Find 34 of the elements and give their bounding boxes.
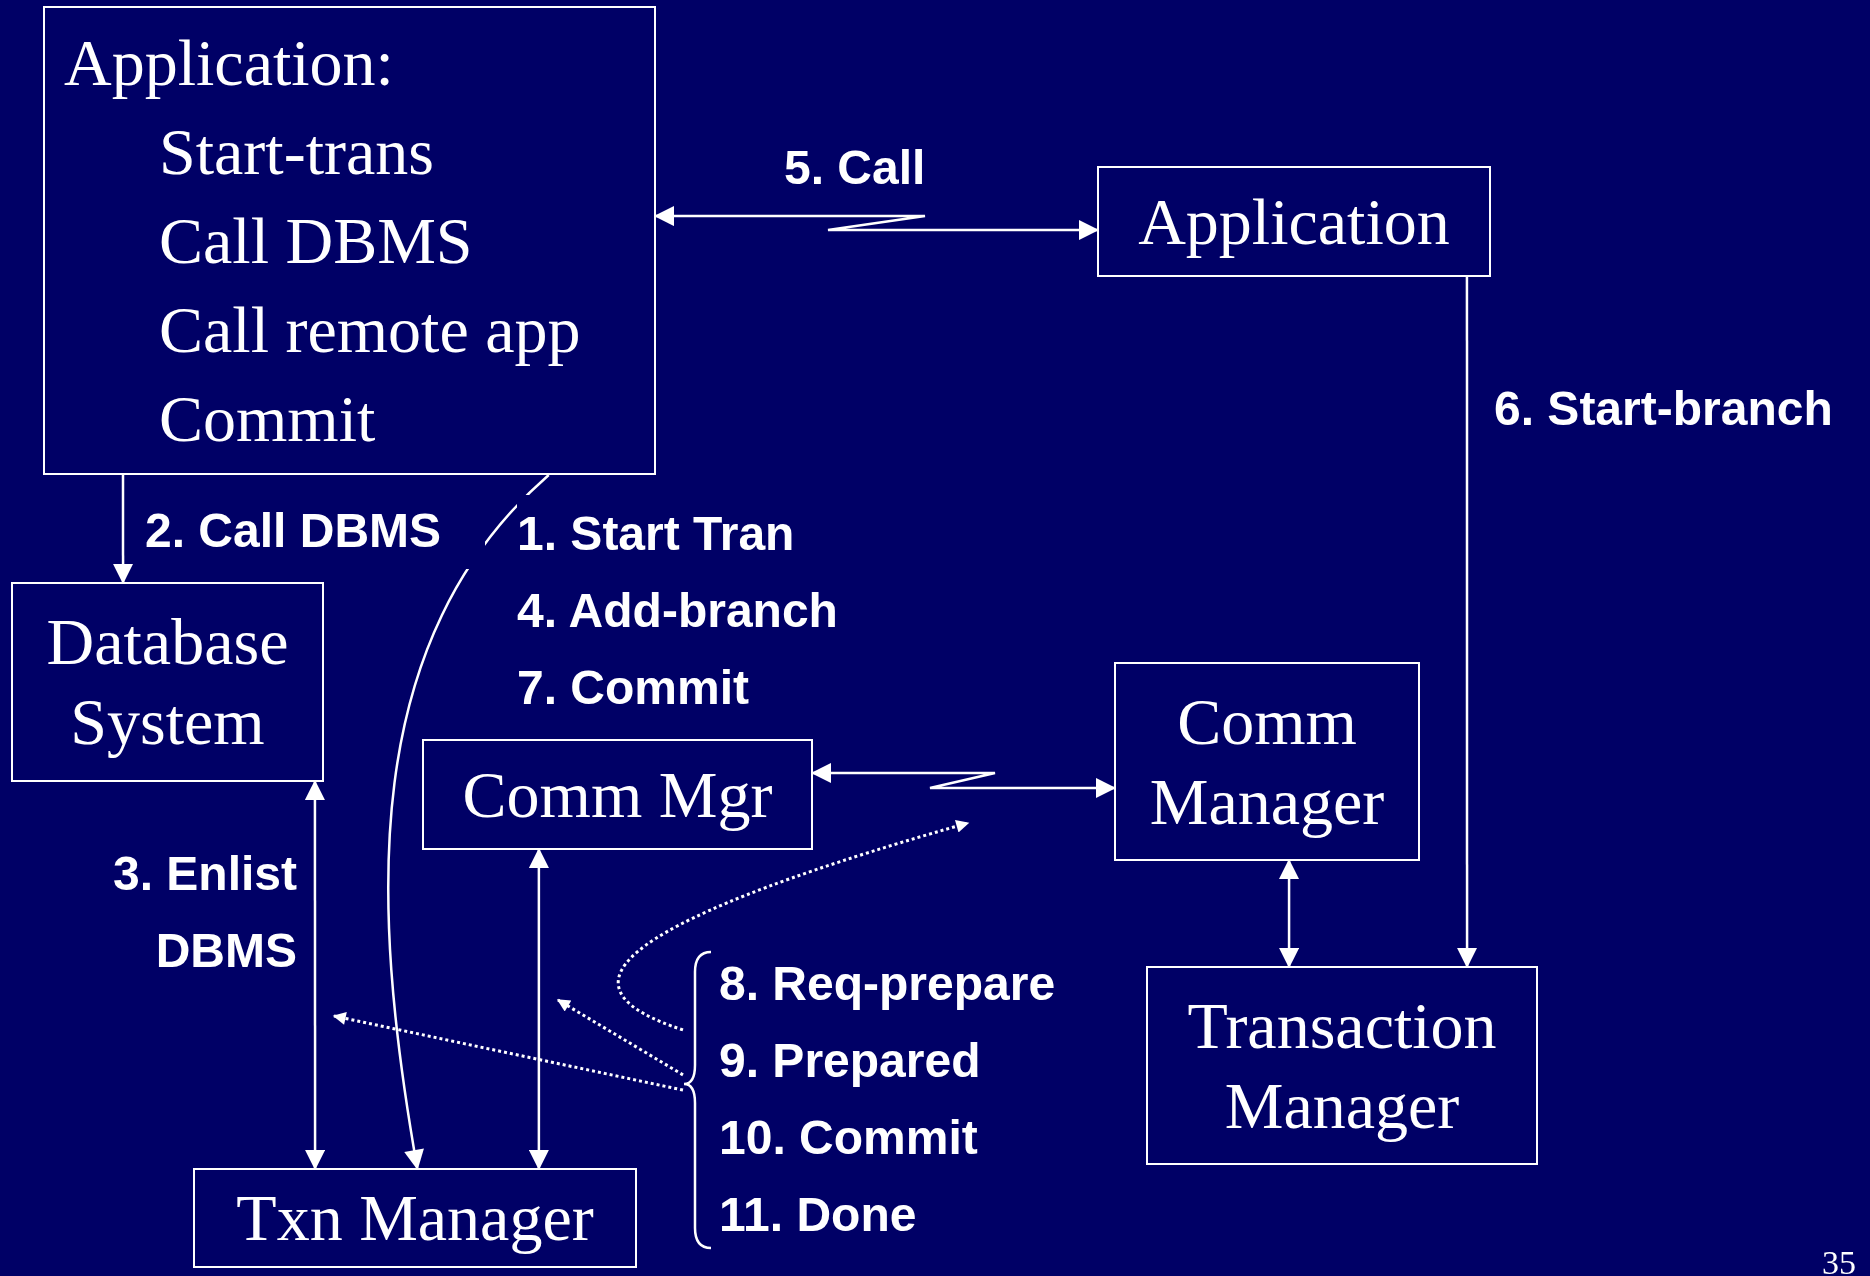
node-heading: Application: (64, 25, 394, 101)
arrow (617, 820, 970, 1032)
arrow (387, 474, 550, 1170)
node-label: Txn Manager (236, 1180, 594, 1256)
arrow (1279, 859, 1300, 968)
arrow (528, 848, 549, 1170)
node-label: Call remote app (159, 292, 581, 368)
process-box (193, 1168, 637, 1268)
message-label: 8. Req-prepare (719, 956, 1056, 1012)
arrow (332, 1012, 684, 1092)
process-box (43, 6, 656, 475)
process-box (11, 582, 324, 782)
process-box (422, 739, 813, 850)
arrow (113, 475, 134, 584)
node-label: Commit (159, 381, 376, 457)
arrow (304, 780, 326, 1170)
arrow (654, 206, 1099, 241)
message-label: 11. Done (719, 1187, 917, 1243)
arrow (556, 998, 684, 1077)
arrow (1457, 277, 1478, 968)
message-label: 9. Prepared (719, 1033, 981, 1089)
arrow (811, 762, 1116, 798)
node-label: Start-trans (159, 114, 434, 190)
node-label: Call DBMS (159, 203, 473, 279)
node-label: Database System (45, 604, 290, 760)
node-label: Comm Manager (1148, 683, 1386, 840)
process-box (1146, 966, 1538, 1165)
node-label: Application (1138, 183, 1450, 260)
node-label: Comm Mgr (462, 756, 773, 833)
message-label: 10. Commit (719, 1110, 978, 1166)
process-box (1114, 662, 1420, 861)
node-label: Transaction Manager (1186, 987, 1498, 1144)
page-number: 35 (1822, 1246, 1856, 1276)
process-box (1097, 166, 1491, 277)
